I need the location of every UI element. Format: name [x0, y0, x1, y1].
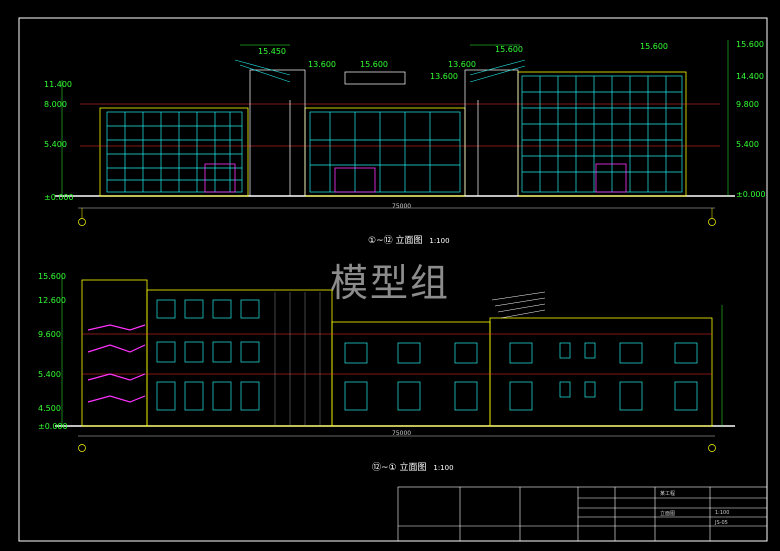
drawing-border — [18, 17, 768, 542]
dim-right-2: 14.400 — [736, 72, 764, 81]
tb-sheet: JS-05 — [715, 520, 728, 526]
bottom-elevation — [55, 275, 735, 452]
top-view-scale: 1:100 — [429, 237, 450, 245]
tb-drawing: 立面图 — [660, 511, 676, 517]
bottom-total-dim: 75000 — [392, 430, 412, 437]
tb-project: 某工程 — [660, 491, 676, 497]
dim-c8: 15.600 — [640, 42, 668, 51]
dim-left-ground: ±0.000 — [44, 193, 74, 202]
watermark-text: 模型组 — [330, 261, 451, 305]
bdim-top: 15.600 — [38, 272, 66, 281]
top-view-title: ①~⑫ 立面图 1:100 — [368, 233, 450, 246]
dim-c5: 13.600 — [448, 60, 476, 69]
tb-scale: 1:100 — [715, 510, 730, 516]
top-elevation — [55, 40, 735, 226]
dim-right-ground: ±0.000 — [736, 190, 766, 199]
bottom-view-scale: 1:100 — [433, 464, 454, 472]
dim-c1: 15.450 — [258, 47, 286, 56]
dim-c4: 13.600 — [430, 72, 458, 81]
top-view-title-text: ①~⑫ 立面图 — [368, 236, 423, 246]
bdim-l4: 4.500 — [38, 404, 61, 413]
dim-c3: 15.600 — [360, 60, 388, 69]
bdim-l3: 5.400 — [38, 370, 61, 379]
dim-right-top: 15.600 — [736, 40, 764, 49]
bdim-l1: 12.600 — [38, 296, 66, 305]
dim-left-top: 11.400 — [44, 80, 72, 89]
bdim-l2: 9.600 — [38, 330, 61, 339]
dim-c6: 15.600 — [495, 45, 523, 54]
bottom-view-title: ⑫~① 立面图 1:100 — [372, 460, 454, 473]
top-total-dim: 75000 — [392, 203, 412, 210]
title-block — [397, 486, 768, 542]
dim-right-4: 5.400 — [736, 140, 759, 149]
dim-left-low: 5.400 — [44, 140, 67, 149]
bdim-l5: ±0.000 — [38, 422, 68, 431]
dim-left-mid: 8.000 — [44, 100, 67, 109]
dim-c2: 13.600 — [308, 60, 336, 69]
bottom-view-title-text: ⑫~① 立面图 — [372, 463, 427, 473]
dim-right-3: 9.800 — [736, 100, 759, 109]
